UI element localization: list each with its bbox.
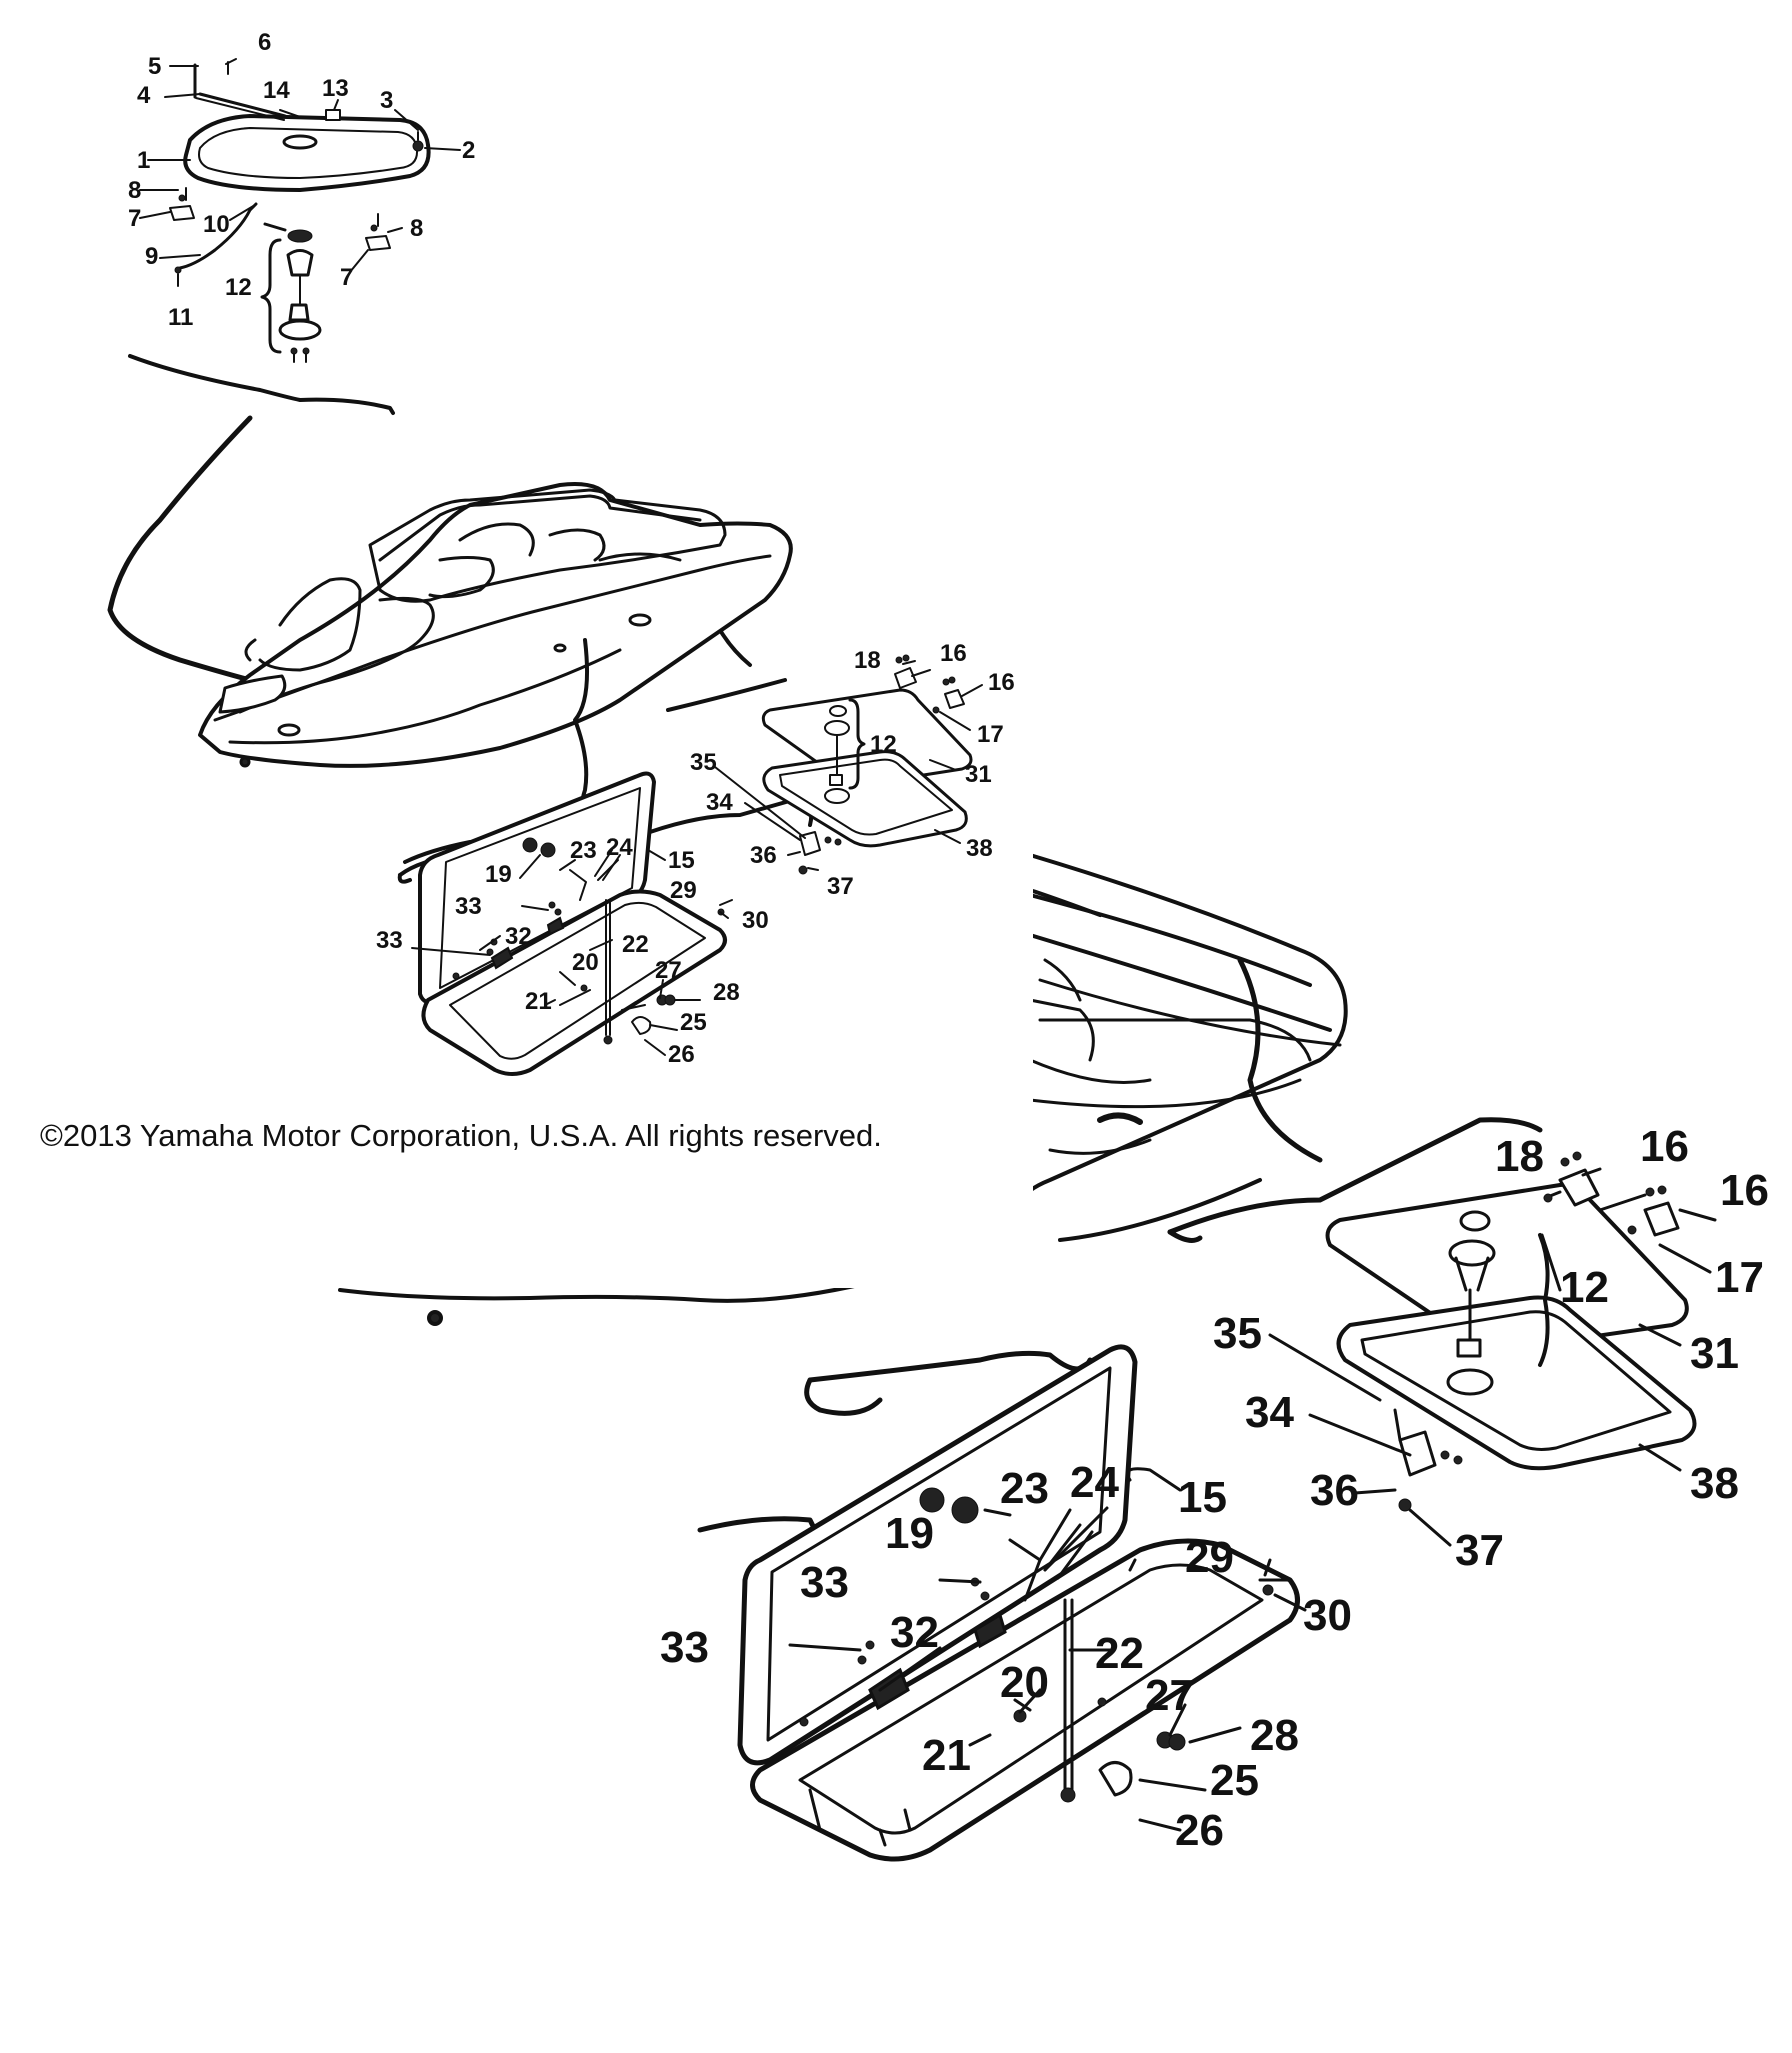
callout-34: 34 (706, 789, 733, 816)
callout-17: 17 (977, 721, 1004, 748)
callout-18: 18 (854, 647, 881, 674)
enlarged-storage-box (737, 1344, 1300, 1862)
storage-box-tub (750, 1538, 1300, 1862)
callout-26: 26 (668, 1041, 695, 1068)
callout-21: 21 (525, 988, 552, 1015)
large-callout-24: 24 (1070, 1458, 1119, 1507)
enlarged-hinge-16b (1627, 1185, 1680, 1237)
large-callout-31: 31 (1690, 1329, 1739, 1378)
enlarged-hinge-16a (1543, 1151, 1600, 1207)
callout-3: 3 (380, 87, 393, 114)
callout-30: 30 (742, 907, 769, 934)
callout-7b: 7 (340, 264, 353, 291)
large-callout-33a: 33 (800, 1558, 849, 1607)
callout-4: 4 (137, 82, 151, 109)
small-hatch-leaders (714, 660, 983, 871)
enlarged-boat-hull (338, 853, 1348, 1326)
callout-37: 37 (827, 873, 854, 900)
callout-14: 14 (263, 77, 290, 104)
callout-23: 23 (570, 837, 597, 864)
callout-8a: 8 (128, 177, 141, 204)
callout-1: 1 (137, 147, 150, 174)
callout-29: 29 (670, 877, 697, 904)
callout-10: 10 (203, 211, 230, 238)
large-callout-23: 23 (1000, 1464, 1049, 1513)
enlarged-hatch-cover-assembly (1325, 1151, 1697, 1512)
storage-lid-15 (737, 1344, 1138, 1766)
large-callout-37: 37 (1455, 1526, 1504, 1575)
large-callout-28: 28 (1250, 1711, 1299, 1760)
large-callout-30: 30 (1303, 1591, 1352, 1640)
small-boat (198, 482, 793, 768)
callout-19: 19 (485, 861, 512, 888)
callout-36: 36 (750, 842, 777, 869)
small-bracket-12a (260, 238, 282, 354)
large-callout-25: 25 (1210, 1756, 1259, 1805)
large-callout-16a: 16 (1640, 1122, 1689, 1171)
large-callout-32: 32 (890, 1608, 939, 1657)
large-callout-29: 29 (1185, 1533, 1234, 1582)
callout-11: 11 (168, 304, 193, 331)
callout-12a: 12 (225, 274, 252, 301)
callout-16a: 16 (940, 640, 967, 667)
small-storage-tub (421, 889, 727, 1076)
callout-35: 35 (690, 749, 717, 776)
callout-2: 2 (462, 137, 475, 164)
large-callout-38: 38 (1690, 1459, 1739, 1508)
callout-7a: 7 (128, 205, 141, 232)
large-callout-21: 21 (922, 1731, 971, 1780)
small-callouts: 5 4 6 14 13 3 2 1 8 7 10 8 7 9 12 11 18 … (128, 29, 1015, 1068)
callout-12b: 12 (870, 731, 897, 758)
small-box-leaders (411, 849, 733, 1056)
callout-38: 38 (966, 835, 993, 862)
large-callout-27: 27 (1145, 1671, 1194, 1720)
copyright-notice: ©2013 Yamaha Motor Corporation, U.S.A. A… (40, 1118, 882, 1153)
small-storage-box (397, 771, 727, 1076)
callout-24: 24 (606, 834, 633, 861)
small-hatch-lid-31 (761, 688, 973, 787)
callout-28: 28 (713, 979, 740, 1006)
large-callout-18: 18 (1495, 1132, 1544, 1181)
large-callout-35: 35 (1213, 1309, 1262, 1358)
large-callout-36: 36 (1310, 1466, 1359, 1515)
large-callout-34: 34 (1245, 1388, 1294, 1437)
large-callout-33b: 33 (660, 1623, 709, 1672)
callout-33a: 33 (455, 893, 482, 920)
small-hatch-assembly (761, 654, 973, 875)
callout-15: 15 (668, 847, 695, 874)
enlarged-view: 18 16 16 17 12 31 38 35 34 36 37 15 24 2… (338, 853, 1769, 1862)
large-callout-20: 20 (1000, 1658, 1049, 1707)
large-callout-12: 12 (1560, 1263, 1609, 1312)
small-bracket-12b (848, 698, 866, 790)
bow-cover-1 (183, 114, 431, 192)
large-callout-16b: 16 (1720, 1166, 1769, 1215)
large-callout-22: 22 (1095, 1629, 1144, 1678)
callout-33b: 33 (376, 927, 403, 954)
callout-8b: 8 (410, 215, 423, 242)
callout-5: 5 (148, 53, 161, 80)
large-callout-19: 19 (885, 1509, 934, 1558)
large-callout-15: 15 (1178, 1473, 1227, 1522)
callout-16b: 16 (988, 669, 1015, 696)
enlarged-latch-assembly (1393, 1408, 1463, 1512)
enlarged-callouts: 18 16 16 17 12 31 38 35 34 36 37 15 24 2… (660, 1122, 1769, 1855)
callout-22: 22 (622, 931, 649, 958)
callout-31: 31 (965, 761, 992, 788)
enlarged-leader-lines (788, 1167, 1717, 1832)
small-leader-lines (139, 58, 461, 273)
large-callout-17: 17 (1715, 1253, 1764, 1302)
hatch-frame-38 (1336, 1295, 1697, 1471)
callout-13: 13 (322, 75, 349, 102)
callout-27: 27 (655, 957, 682, 984)
callout-25: 25 (680, 1009, 707, 1036)
large-callout-26: 26 (1175, 1806, 1224, 1855)
small-view: 5 4 6 14 13 3 2 1 8 7 10 8 7 9 12 11 18 … (40, 29, 1015, 1153)
callout-32: 32 (505, 923, 532, 950)
callout-6: 6 (258, 29, 271, 56)
callout-9: 9 (145, 243, 158, 270)
callout-20: 20 (572, 949, 599, 976)
